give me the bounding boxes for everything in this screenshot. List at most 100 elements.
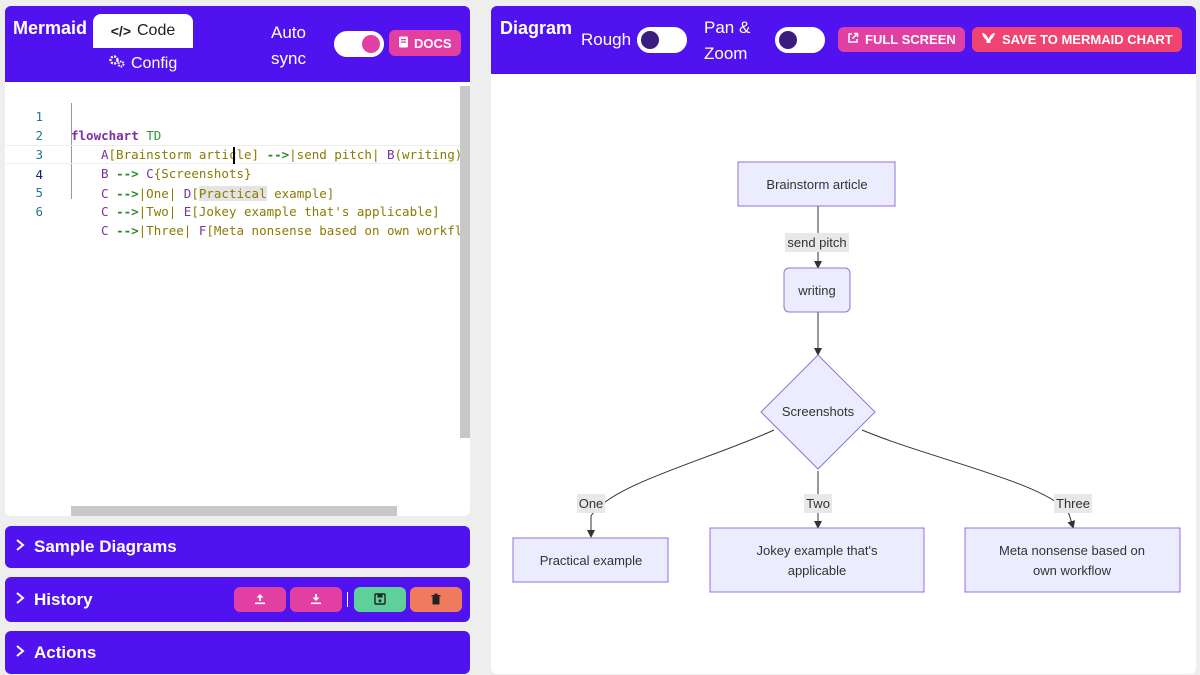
code-arrow: -->: [116, 166, 139, 181]
docs-label: DOCS: [414, 35, 452, 51]
vertical-scrollbar[interactable]: [460, 86, 470, 438]
download-button[interactable]: [290, 587, 342, 612]
flowchart-svg: send pitch One Two Three Brainstorm arti…: [512, 161, 1181, 593]
code-line: 3 B --> C{Screenshots}: [5, 126, 470, 181]
line-number: 6: [35, 204, 43, 219]
tab-code-label: Code: [137, 22, 176, 39]
code-arrow: -->: [116, 204, 139, 219]
autosync-label: Auto sync: [271, 20, 306, 72]
full-screen-button[interactable]: FULL SCREEN: [838, 27, 965, 52]
tab-code[interactable]: </> Code: [93, 14, 193, 48]
history-section[interactable]: History: [5, 577, 470, 622]
code-node-id: C: [101, 223, 117, 238]
node-screenshots[interactable]: [760, 354, 876, 470]
node-writing[interactable]: [783, 267, 851, 313]
actions-section[interactable]: Actions: [5, 631, 470, 674]
full-screen-label: FULL SCREEN: [865, 32, 956, 47]
node-label: Practical example: [540, 553, 643, 568]
code-node-id: C: [138, 166, 154, 181]
code-line: 1 flowchart TD: [5, 88, 470, 143]
toggle-knob: [362, 35, 380, 53]
diagram-header: Diagram Rough Pan & Zoom FULL SCREEN SAV…: [491, 6, 1196, 74]
panzoom-toggle[interactable]: [775, 27, 825, 53]
code-direction: TD: [146, 128, 162, 143]
code-node-text: [Brainstorm article]: [108, 147, 267, 162]
node-practical-example[interactable]: [512, 537, 669, 583]
code-node-text: [: [191, 186, 199, 201]
rough-label: Rough: [581, 30, 632, 49]
editor-header: Mermaid </> Code Config Auto sync DOCS: [5, 6, 470, 82]
line-number: 5: [35, 185, 43, 200]
code-text: C -->|Three| F[Meta nonsense based on ow…: [101, 221, 462, 240]
text-cursor: [233, 147, 235, 164]
code-node-text: (writing): [394, 147, 463, 162]
code-node-id: B: [101, 166, 117, 181]
node-meta-nonsense[interactable]: [964, 527, 1181, 593]
code-edge-label: |Two|: [138, 204, 184, 219]
code-edge-label: |One|: [138, 186, 184, 201]
divider: [347, 592, 348, 607]
code-edge-label: |Three|: [138, 223, 199, 238]
brand-title: Mermaid: [13, 18, 88, 38]
code-line-current: 4 C -->|One| D[Practical example]: [5, 145, 470, 201]
code-node-text: [Jokey example that's applicable]: [191, 204, 440, 219]
code-arrow: -->: [116, 223, 139, 238]
upload-button[interactable]: [234, 587, 286, 612]
code-line: 5 C -->|Two| E[Jokey example that's appl…: [5, 164, 470, 219]
code-line: 2 A[Brainstorm article] -->|send pitch| …: [5, 107, 470, 162]
trash-icon: [430, 590, 442, 610]
edge-label-one: One: [579, 496, 604, 511]
indent-guide: [71, 103, 72, 199]
edge-label-two: Two: [806, 496, 830, 511]
code-node-id: E: [183, 204, 192, 219]
history-label: History: [34, 589, 93, 609]
code-node-text: example]: [266, 186, 335, 201]
code-word-highlight: Practical: [198, 186, 267, 201]
chevron-right-icon: [15, 590, 25, 610]
code-editor[interactable]: 1 flowchart TD 2 A[Brainstorm article] -…: [5, 82, 470, 516]
sample-diagrams-section[interactable]: Sample Diagrams: [5, 526, 470, 568]
edge-label-bg: [804, 494, 832, 513]
autosync-toggle[interactable]: [334, 31, 384, 57]
flowchart-canvas[interactable]: send pitch One Two Three Brainstorm arti…: [491, 74, 1196, 674]
code-node-id: D: [183, 186, 192, 201]
toggle-knob: [779, 31, 797, 49]
panzoom-label: Pan & Zoom: [704, 15, 750, 67]
book-icon: [398, 36, 409, 51]
save-to-mermaid-chart-label: SAVE TO MERMAID CHART: [1002, 32, 1173, 47]
sample-diagrams-label: Sample Diagrams: [34, 537, 177, 556]
line-number: 1: [35, 109, 43, 124]
actions-label: Actions: [34, 642, 97, 662]
editor-panel: Mermaid </> Code Config Auto sync DOCS 1: [5, 6, 470, 516]
code-node-id: A: [101, 147, 109, 162]
chevron-right-icon: [15, 643, 25, 663]
code-text: C -->|Two| E[Jokey example that's applic…: [101, 202, 440, 221]
save-to-mermaid-chart-button[interactable]: SAVE TO MERMAID CHART: [972, 27, 1182, 52]
edge-label-three: Three: [1056, 496, 1090, 511]
code-node-id: C: [101, 204, 117, 219]
delete-history-button[interactable]: [410, 587, 462, 612]
rough-toggle[interactable]: [637, 27, 687, 53]
edge-label-bg: [785, 233, 849, 252]
code-node-id: F: [198, 223, 207, 238]
tab-config[interactable]: Config: [108, 54, 177, 73]
code-node-id: B: [387, 147, 395, 162]
panzoom-label-line2: Zoom: [704, 44, 748, 63]
code-arrow: -->: [116, 186, 139, 201]
node-jokey-example[interactable]: [709, 527, 925, 593]
autosync-label-line1: Auto: [271, 23, 306, 42]
save-history-button[interactable]: [354, 587, 406, 612]
horizontal-scrollbar[interactable]: [71, 506, 397, 516]
node-label: Jokey example that's: [757, 543, 878, 558]
edge-label-bg: [1054, 494, 1092, 513]
docs-button[interactable]: DOCS: [389, 30, 461, 56]
code-icon: </>: [110, 23, 131, 39]
edge-c-f: [861, 429, 1076, 529]
download-icon: [310, 590, 322, 610]
node-brainstorm-article[interactable]: [737, 161, 896, 207]
code-node-id: C: [101, 186, 117, 201]
code-text: A[Brainstorm article] -->|send pitch| B(…: [101, 145, 462, 164]
node-label: Screenshots: [782, 404, 855, 419]
code-node-text: [Meta nonsense based on own workfl: [206, 223, 463, 238]
tab-config-label: Config: [131, 54, 178, 72]
